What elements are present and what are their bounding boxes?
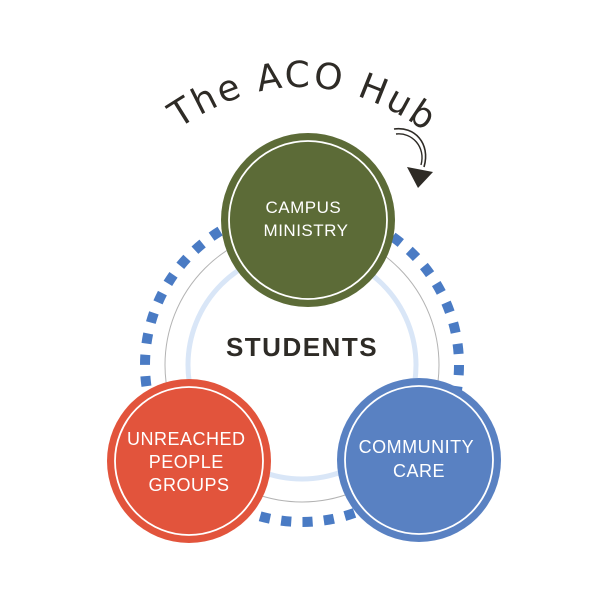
arrow-curve-stroke-1	[393, 127, 427, 168]
dotted-ring	[140, 203, 464, 527]
arrow-head	[407, 167, 433, 188]
center-label: STUDENTS	[226, 332, 378, 362]
campus-ministry-inner-ring	[228, 140, 388, 300]
node-campus-ministry: CAMPUS MINISTRY	[221, 133, 395, 307]
node-community-care: COMMUNITY CARE	[337, 378, 501, 542]
campus-ministry-circle	[221, 133, 395, 307]
community-care-circle	[337, 378, 501, 542]
campus-ministry-label-line-1: CAMPUS	[266, 198, 342, 217]
diagram-title: The ACO Hub	[161, 55, 445, 140]
campus-ministry-label-line-2: MINISTRY	[264, 221, 349, 240]
arrow-curve-stroke-2	[395, 133, 423, 166]
unreached-people-groups-label-line-3: GROUPS	[148, 475, 229, 495]
unreached-people-groups-label-line-1: UNREACHED	[127, 429, 246, 449]
unreached-people-groups-label: UNREACHED PEOPLE GROUPS	[127, 429, 251, 495]
node-unreached-people-groups: UNREACHED PEOPLE GROUPS	[107, 379, 271, 543]
community-care-inner-ring	[344, 385, 494, 535]
hand-drawn-arrow-icon	[393, 127, 433, 188]
diagram-title-textpath: The ACO Hub	[161, 55, 443, 140]
community-care-label-line-1: COMMUNITY	[359, 437, 474, 457]
community-care-label-line-2: CARE	[393, 461, 445, 481]
community-care-label: COMMUNITY CARE	[359, 437, 480, 481]
unreached-people-groups-inner-ring	[114, 386, 264, 536]
unreached-people-groups-label-line-2: PEOPLE	[149, 452, 224, 472]
unreached-people-groups-circle	[107, 379, 271, 543]
campus-ministry-label: CAMPUS MINISTRY	[264, 198, 349, 240]
